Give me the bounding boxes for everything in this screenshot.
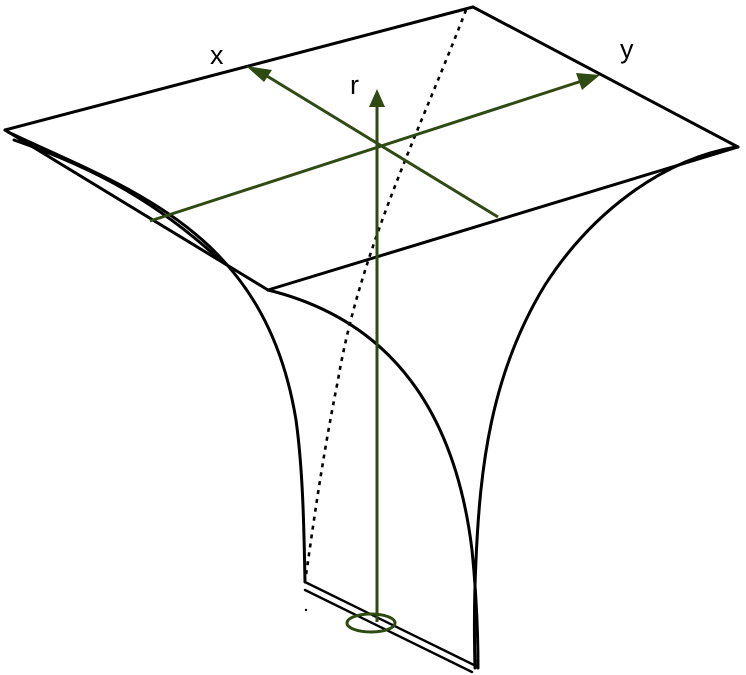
x-axis-label: x	[210, 40, 224, 70]
funnel-surface	[6, 9, 738, 670]
funnel-hidden-back-curve	[304, 9, 468, 576]
arrowhead-icon	[369, 89, 385, 107]
small-dot	[304, 608, 308, 612]
y-axis-line	[149, 77, 589, 223]
arrowhead-icon	[576, 73, 600, 90]
plane-front-edge	[266, 145, 740, 292]
r-axis-label: r	[350, 70, 359, 100]
funnel-left-outer-curve	[6, 130, 307, 584]
funnel-throat	[303, 580, 476, 674]
throat-edge-lower	[303, 588, 474, 674]
arrowhead-icon	[246, 66, 272, 82]
funnel-front-curve	[266, 288, 480, 670]
funnel-right-curve	[472, 145, 738, 670]
funnel-left-inner-curve	[12, 138, 222, 262]
throat-edge-upper	[303, 580, 476, 667]
y-axis-label: y	[620, 34, 634, 64]
plane-back-edge	[3, 5, 475, 132]
plane-right-edge	[471, 5, 740, 149]
axes	[149, 66, 600, 634]
ring-icon	[345, 612, 397, 634]
